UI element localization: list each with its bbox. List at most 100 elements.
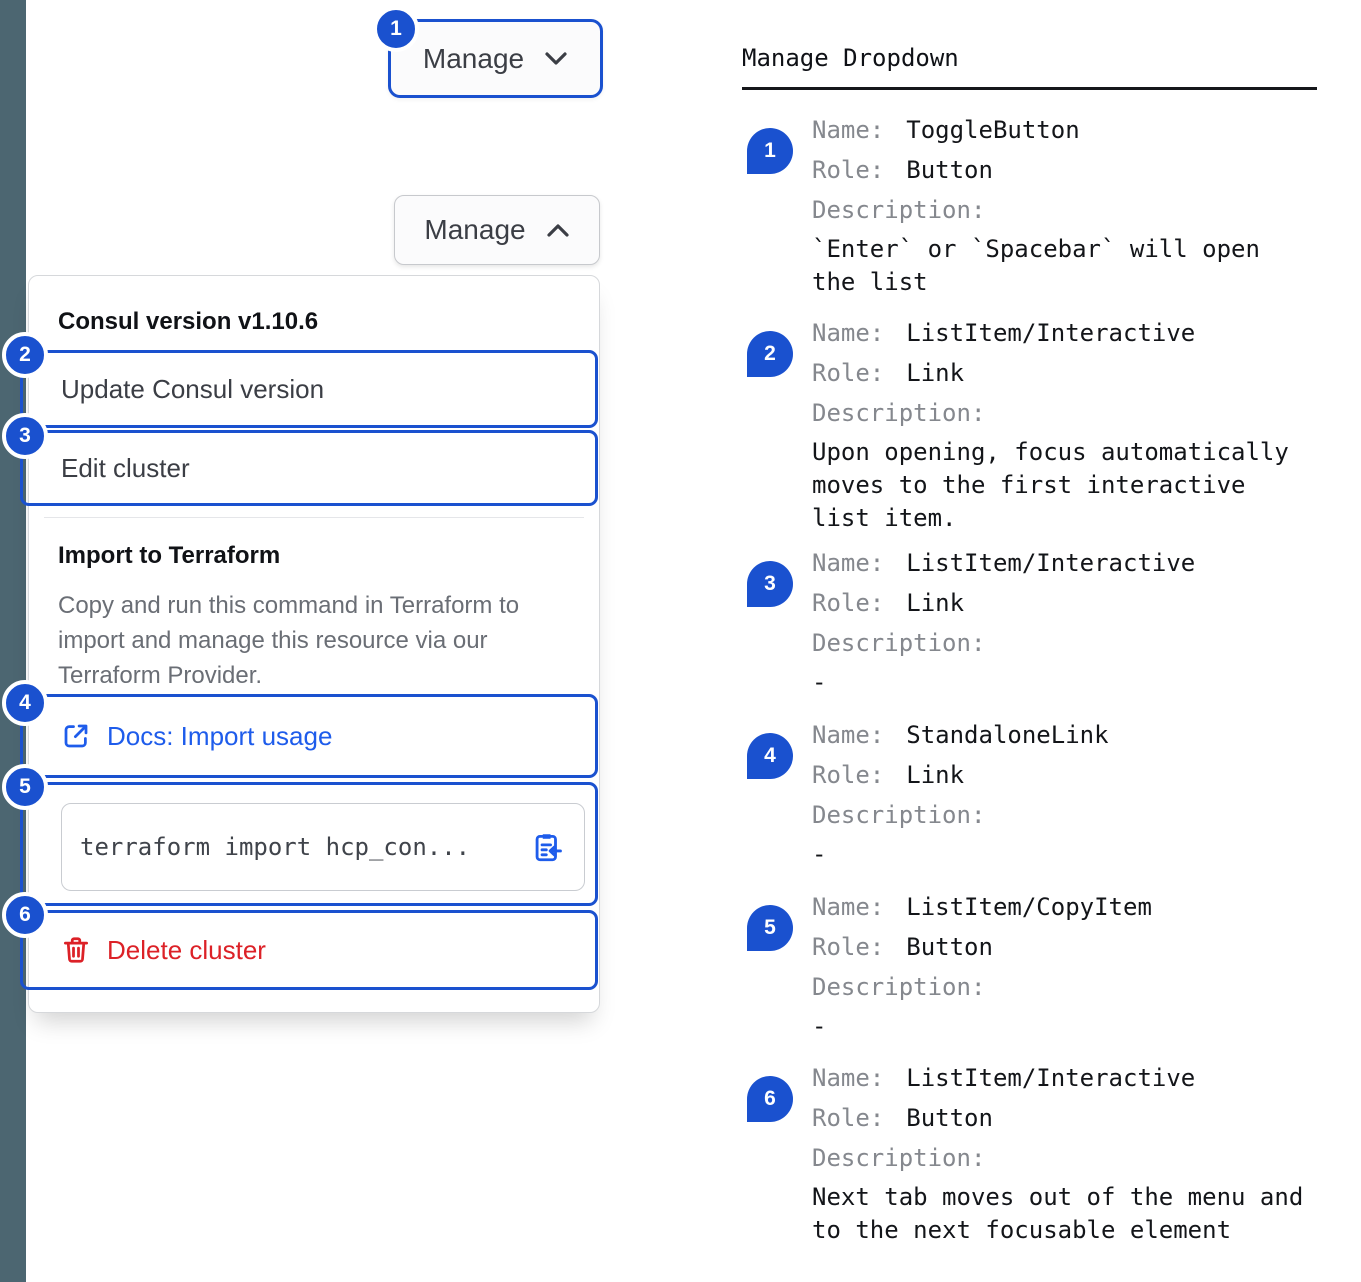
annotation-description-row: Description:	[812, 795, 1327, 835]
external-link-icon	[61, 721, 91, 751]
name-label: Name:	[812, 549, 885, 577]
annotation-item-4: 4 Name: StandaloneLink Role: Link Descript…	[747, 715, 1327, 871]
description-value: -	[812, 840, 827, 868]
name-label: Name:	[812, 1064, 885, 1092]
annotation-description-row: Description:	[812, 393, 1327, 433]
role-value: Link	[906, 359, 965, 387]
badge-number: 1	[390, 17, 402, 40]
badge-number: 4	[19, 691, 31, 714]
description-value: `Enter` or `Spacebar` will open the list	[812, 235, 1260, 296]
callout-badge-6: 6	[2, 892, 48, 938]
role-label: Role:	[812, 359, 885, 387]
name-label: Name:	[812, 893, 885, 921]
annotation-name-row: Name: ListItem/Interactive	[812, 1058, 1327, 1098]
menu-item-copy-command: terraform import hcp_con...	[20, 782, 598, 906]
delete-cluster-label: Delete cluster	[107, 934, 266, 965]
description-value: Upon opening, focus automatically moves …	[812, 438, 1289, 532]
annotation-name-row: Name: ToggleButton	[812, 110, 1327, 150]
annotation-badge-5: 5	[747, 905, 793, 951]
role-value: Button	[906, 156, 993, 184]
annotation-badge-1: 1	[747, 128, 793, 174]
role-label: Role:	[812, 761, 885, 789]
left-rail-strip	[0, 0, 26, 1282]
name-value: StandaloneLink	[906, 721, 1109, 749]
manage-toggle-label: Manage	[422, 42, 525, 74]
description-label: Description:	[812, 196, 986, 224]
badge-number: 4	[764, 744, 776, 767]
callout-badge-5: 5	[2, 764, 48, 810]
annotation-badge-3: 3	[747, 561, 793, 607]
role-value: Button	[906, 933, 993, 961]
role-label: Role:	[812, 933, 885, 961]
name-label: Name:	[812, 116, 885, 144]
badge-number: 5	[19, 775, 31, 798]
description-label: Description:	[812, 973, 986, 1001]
annotation-item-2: 2 Name:ListItem/Interactive Role: Link De…	[747, 313, 1327, 535]
annotation-description-row: Description:	[812, 623, 1327, 663]
manage-toggle-button[interactable]: Manage	[388, 19, 603, 98]
annotation-description-row: Description:	[812, 1138, 1327, 1178]
manage-expanded-label: Manage	[424, 214, 526, 245]
annotation-item-1: 1 Name: ToggleButton Role:Button Descript…	[747, 110, 1327, 299]
role-value: Link	[906, 589, 965, 617]
role-label: Role:	[812, 589, 885, 617]
badge-number: 3	[764, 572, 776, 595]
badge-number: 3	[19, 424, 31, 447]
annotation-badge-4: 4	[747, 733, 793, 779]
name-value: ListItem/CopyItem	[906, 893, 1152, 921]
menu-divider	[44, 517, 584, 518]
annotation-role-row: Role: Button	[812, 1098, 1327, 1138]
annotation-name-row: Name: StandaloneLink	[812, 715, 1327, 755]
terraform-command-text: terraform import hcp_con...	[80, 833, 471, 861]
menu-item-update-consul-version[interactable]: Update Consul version	[20, 350, 598, 428]
annotation-description-row: Description:	[812, 190, 1327, 230]
annotation-item-6: 6 Name:ListItem/Interactive Role:Button …	[747, 1058, 1327, 1247]
badge-number: 6	[19, 903, 31, 926]
annotation-role-row: Role: Link	[812, 755, 1327, 795]
docs-link-label: Docs: Import usage	[107, 720, 333, 751]
terraform-command-field[interactable]: terraform import hcp_con...	[61, 803, 585, 891]
role-value: Link	[906, 761, 965, 789]
badge-number: 1	[764, 139, 776, 162]
annotation-badge-6: 6	[747, 1076, 793, 1122]
annotation-name-row: Name:ListItem/Interactive	[812, 313, 1327, 353]
name-value: ListItem/Interactive	[906, 1064, 1196, 1092]
chevron-down-icon	[544, 51, 568, 66]
annotation-item-3: 3 Name: ListItem/Interactive Role: Link De…	[747, 543, 1327, 699]
annotation-name-row: Name: ListItem/Interactive	[812, 543, 1327, 583]
chevron-up-icon	[546, 223, 570, 238]
description-value: -	[812, 1012, 827, 1040]
badge-number: 2	[19, 343, 31, 366]
name-label: Name:	[812, 721, 885, 749]
annotation-role-row: Role: Link	[812, 353, 1327, 393]
manage-expanded-button[interactable]: Manage	[394, 195, 600, 265]
menu-item-delete-cluster[interactable]: Delete cluster	[20, 910, 598, 990]
annotation-role-row: Role: Link	[812, 583, 1327, 623]
badge-number: 6	[764, 1087, 776, 1110]
description-label: Description:	[812, 629, 986, 657]
annotation-item-5: 5 Name: ListItem/CopyItem Role: Button Des…	[747, 887, 1327, 1043]
description-label: Description:	[812, 1144, 986, 1172]
name-value: ListItem/Interactive	[906, 549, 1196, 577]
menu-item-docs-import-usage[interactable]: Docs: Import usage	[20, 694, 598, 778]
callout-badge-2: 2	[2, 332, 48, 378]
callout-badge-3: 3	[2, 413, 48, 459]
role-label: Role:	[812, 1104, 885, 1132]
description-label: Description:	[812, 399, 986, 427]
import-section-title: Import to Terraform	[58, 542, 281, 569]
consul-version-label: Consul version v1.10.6	[58, 308, 319, 335]
clipboard-copy-icon[interactable]	[530, 830, 564, 864]
annotation-name-row: Name: ListItem/CopyItem	[812, 887, 1327, 927]
badge-number: 5	[764, 916, 776, 939]
import-section-description: Copy and run this command in Terraform t…	[58, 592, 520, 689]
name-value: ToggleButton	[906, 116, 1080, 144]
menu-item-edit-cluster[interactable]: Edit cluster	[20, 430, 598, 506]
annotations-title: Manage Dropdown	[742, 44, 959, 72]
annotation-role-row: Role:Button	[812, 150, 1327, 190]
role-value: Button	[906, 1104, 993, 1132]
description-label: Description:	[812, 801, 986, 829]
callout-badge-1: 1	[373, 6, 419, 52]
annotation-badge-2: 2	[747, 331, 793, 377]
description-value: Next tab moves out of the menu and to th…	[812, 1183, 1304, 1244]
